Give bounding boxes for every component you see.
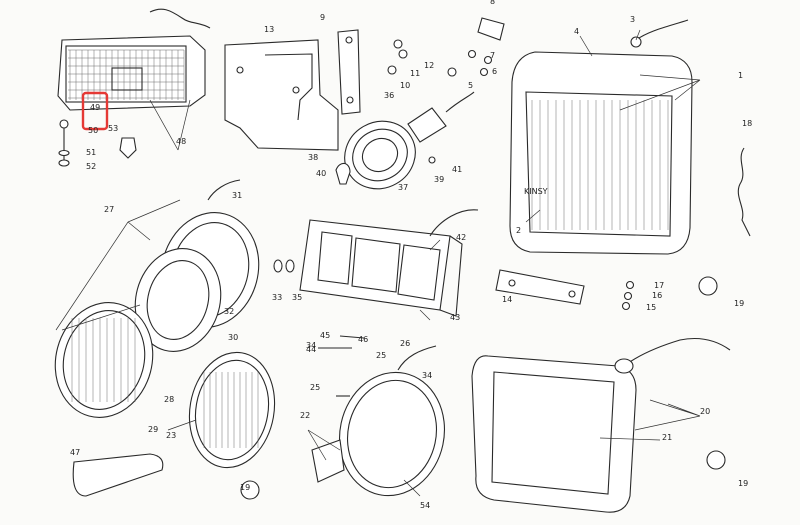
callout-label: 32 — [224, 307, 234, 316]
part-23-sealed-beam — [188, 351, 276, 469]
callout-label: 43 — [450, 313, 460, 322]
callout-label: 25 — [310, 383, 320, 392]
callout-label: 19 — [240, 483, 250, 492]
callout-label: 31 — [232, 191, 242, 200]
callout-label: 19 — [738, 479, 748, 488]
part-42-43-rear-lamp — [299, 209, 479, 317]
part-9-bracket — [337, 29, 361, 115]
callout-labels: 1234567891011121314151617181919192021222… — [70, 0, 752, 510]
callout-label: 46 — [358, 335, 368, 344]
part-20-21-rectangular-unit — [471, 337, 731, 513]
parts-50-53 — [58, 119, 137, 167]
callout-label: 34 — [306, 341, 316, 350]
callout-label: 17 — [654, 281, 664, 290]
callout-label: 11 — [410, 69, 420, 78]
callout-label: 15 — [646, 303, 656, 312]
part-54-headlamp-bucket — [311, 335, 446, 497]
callout-label: 50 — [88, 126, 98, 135]
callout-label: 4 — [574, 27, 579, 36]
callout-label: 8 — [490, 0, 495, 6]
callout-label: 40 — [316, 169, 326, 178]
part-48-tail-lamp — [57, 8, 211, 111]
small-hardware — [387, 17, 505, 77]
callout-label: 29 — [148, 425, 158, 434]
callout-label: 30 — [228, 333, 238, 342]
callout-label: 27 — [104, 205, 114, 214]
callout-label: 6 — [492, 67, 497, 76]
part-18-wire-clip — [737, 147, 751, 237]
callout-label: 42 — [456, 233, 466, 242]
callout-label: 3 — [630, 15, 635, 24]
callout-label: 39 — [434, 175, 444, 184]
callout-label: 53 — [108, 124, 118, 133]
callout-label: 5 — [468, 81, 473, 90]
leader-lines — [55, 29, 701, 497]
callout-label: 10 — [400, 81, 410, 90]
part-14-bracket — [495, 269, 585, 305]
callout-label: 19 — [734, 299, 744, 308]
callout-label: 35 — [292, 293, 302, 302]
callout-label: 20 — [700, 407, 710, 416]
callout-label: 25 — [376, 351, 386, 360]
callout-label: 49 — [90, 103, 100, 112]
callout-label: 23 — [166, 431, 176, 440]
parts-15-17 — [621, 280, 635, 311]
part-1-4-rectangular-headlamp: KINSY — [509, 19, 693, 255]
callout-label: 2 — [516, 226, 521, 235]
callout-label: 52 — [86, 162, 96, 171]
callout-label: 1 — [738, 71, 743, 80]
callout-label: 21 — [662, 433, 672, 442]
callout-label: 18 — [742, 119, 752, 128]
parts-34-35 — [273, 259, 295, 273]
part-19-bulbs — [240, 276, 726, 500]
callout-label: 54 — [420, 501, 430, 510]
callout-label: 45 — [320, 331, 330, 340]
callout-49-highlight — [81, 91, 109, 131]
callout-label: 36 — [384, 91, 394, 100]
callout-label: 37 — [398, 183, 408, 192]
callout-label: 44 — [306, 345, 316, 354]
callout-label: 7 — [490, 51, 495, 60]
callout-label: 22 — [300, 411, 310, 420]
callout-label: 28 — [164, 395, 174, 404]
part-36-38-indicator-lamp — [335, 91, 475, 190]
callout-label: 26 — [400, 339, 410, 348]
callout-label: 9 — [320, 13, 325, 22]
part-28-33-round-headlamp-assembly — [54, 179, 260, 418]
headlamp-brand-text: KINSY — [524, 187, 548, 196]
callout-label: 16 — [652, 291, 662, 300]
part-47-side-marker — [72, 453, 164, 497]
part-13-bracket — [224, 39, 339, 151]
callout-label: 33 — [272, 293, 282, 302]
callout-label: 38 — [308, 153, 318, 162]
callout-label: 47 — [70, 448, 80, 457]
callout-label: 13 — [264, 25, 274, 34]
callout-label: 51 — [86, 148, 96, 157]
callout-label: 48 — [176, 137, 186, 146]
callout-label: 14 — [502, 295, 512, 304]
callout-label: 12 — [424, 61, 434, 70]
callout-label: 34 — [422, 371, 432, 380]
callout-label: 41 — [452, 165, 462, 174]
